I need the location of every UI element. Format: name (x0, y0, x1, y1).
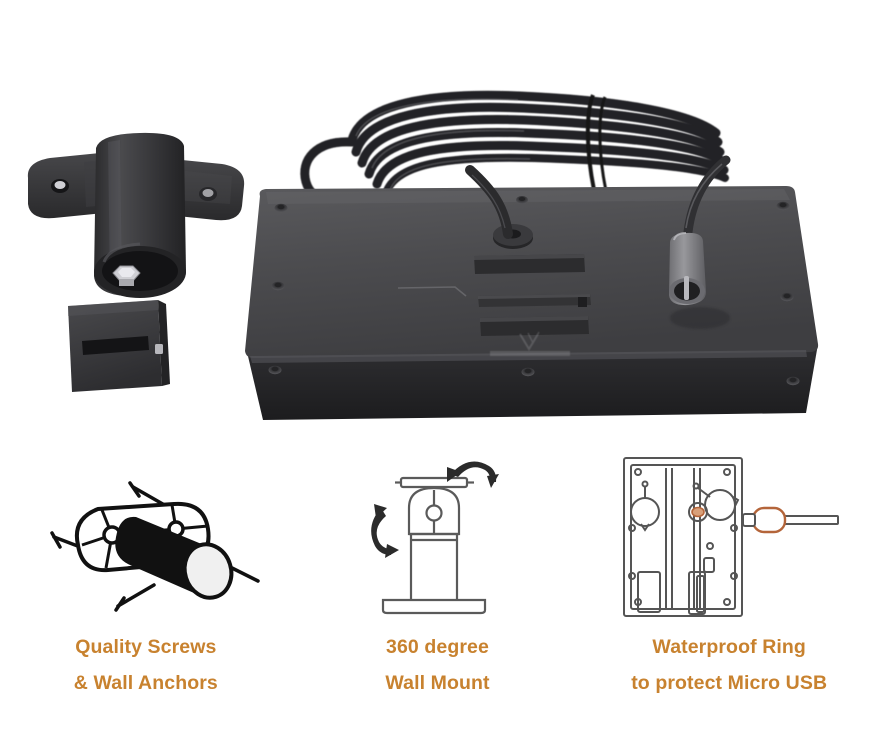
wall-anchor-shape (74, 501, 234, 600)
feature-caption-waterproof-ring: Waterproof Ring to protect Micro USB (631, 629, 827, 701)
feature-waterproof-ring: Waterproof Ring to protect Micro USB (583, 448, 875, 701)
feature-quality-screws: Quality Screws & Wall Anchors (0, 448, 292, 701)
bracket-clamp-block (68, 300, 170, 392)
caption-line-2: to protect Micro USB (631, 672, 828, 694)
bracket-hex-screw (112, 265, 141, 286)
caption-line-2: & Wall Anchors (73, 672, 218, 694)
caption-line-1: Waterproof Ring (652, 636, 806, 658)
feature-360-wall-mount: 360 degree Wall Mount (292, 448, 584, 701)
product-photo (27, 90, 819, 420)
screws-and-anchors-icon (26, 448, 266, 623)
wall-mount-bracket (27, 132, 245, 392)
product-photo-illustration (27, 90, 819, 420)
rotation-arrow-top (446, 461, 499, 488)
caption-line-1: 360 degree (386, 636, 489, 658)
dc-barrel-connector (669, 232, 730, 329)
rotating-wall-mount-icon (343, 448, 533, 623)
feature-callouts-row: Quality Screws & Wall Anchors (0, 448, 875, 737)
power-cable-coil (300, 90, 729, 208)
cable-grommet (493, 224, 533, 249)
embossed-brand-logo (490, 331, 570, 356)
feature-caption-quality-screws: Quality Screws & Wall Anchors (74, 629, 218, 701)
plate-slots (474, 254, 591, 336)
feature-caption-360-wall-mount: 360 degree Wall Mount (385, 629, 489, 701)
caption-line-1: Quality Screws (75, 636, 217, 658)
waterproof-ring-highlight (688, 501, 709, 522)
power-cable-lead (683, 155, 731, 237)
plate-screw-holes (268, 196, 800, 386)
caption-line-2: Wall Mount (385, 672, 490, 694)
mounting-plate (245, 165, 819, 420)
waterproof-ring-usb-icon (614, 448, 844, 623)
micro-usb-connector (742, 506, 840, 533)
rotation-arrow-left (370, 503, 399, 558)
